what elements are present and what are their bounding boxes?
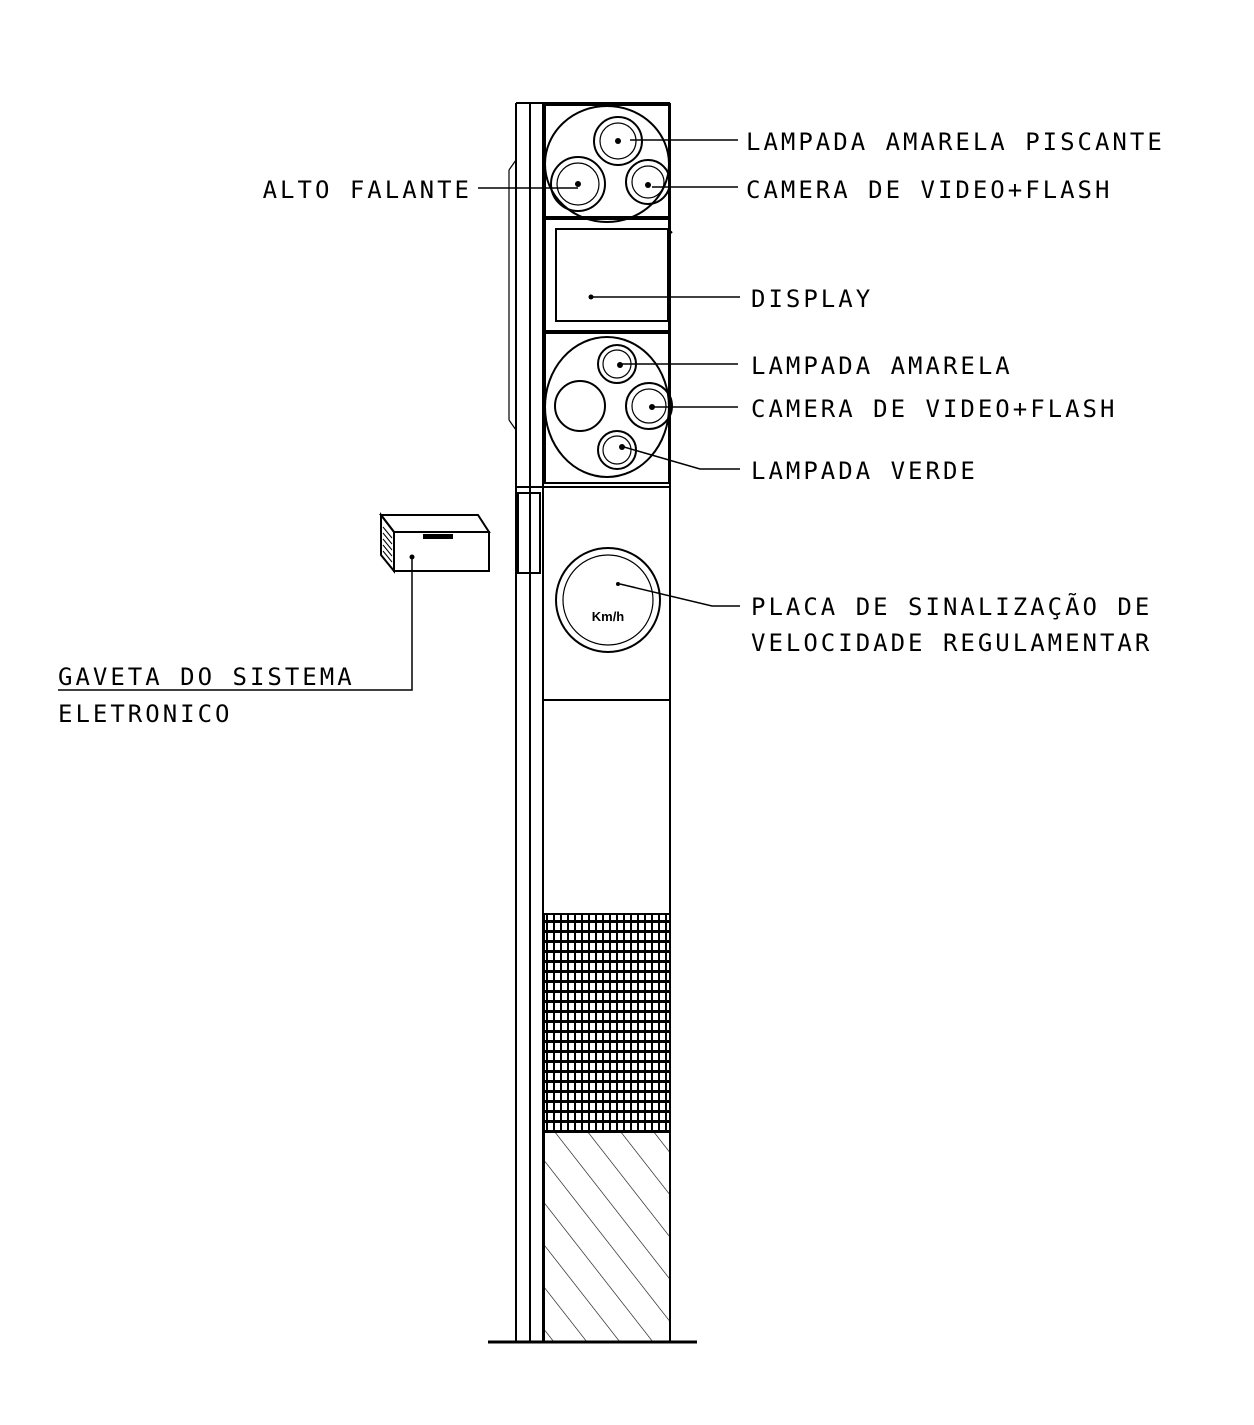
label-gaveta-line1: GAVETA DO SISTEMA <box>58 663 355 691</box>
ventilation-grille <box>543 913 671 1133</box>
label-lampada-amarela-piscante: LAMPADA AMARELA PISCANTE <box>746 128 1165 156</box>
middle-head <box>544 332 673 484</box>
label-lampada-verde: LAMPADA VERDE <box>751 457 978 485</box>
label-alto-falante: ALTO FALANTE <box>263 176 472 204</box>
camera-flash-top <box>625 159 671 205</box>
speed-sign-panel: Km/h <box>516 486 671 701</box>
label-camera-top: CAMERA DE VIDEO+FLASH <box>746 176 1112 204</box>
blank-panel <box>542 699 671 915</box>
speaker <box>550 156 606 212</box>
camera-flash-middle <box>625 382 673 430</box>
hatched-base <box>543 1131 671 1343</box>
flashing-yellow-lamp <box>593 116 643 166</box>
speed-unit-text: Km/h <box>592 609 625 624</box>
label-placa-line2: VELOCIDADE REGULAMENTAR <box>751 629 1152 657</box>
label-display: DISPLAY <box>751 285 873 313</box>
electronic-drawer-box <box>378 512 491 574</box>
label-gaveta-line2: ELETRONICO <box>58 700 233 728</box>
display-panel <box>544 218 673 332</box>
top-head <box>544 104 671 223</box>
label-placa-line1: PLACA DE SINALIZAÇÃO DE <box>751 591 1152 621</box>
lamp-left <box>554 380 606 432</box>
green-lamp <box>597 430 637 470</box>
leader-lines <box>58 139 740 691</box>
label-lampada-amarela: LAMPADA AMARELA <box>751 352 1013 380</box>
label-camera-middle: CAMERA DE VIDEO+FLASH <box>751 395 1117 423</box>
